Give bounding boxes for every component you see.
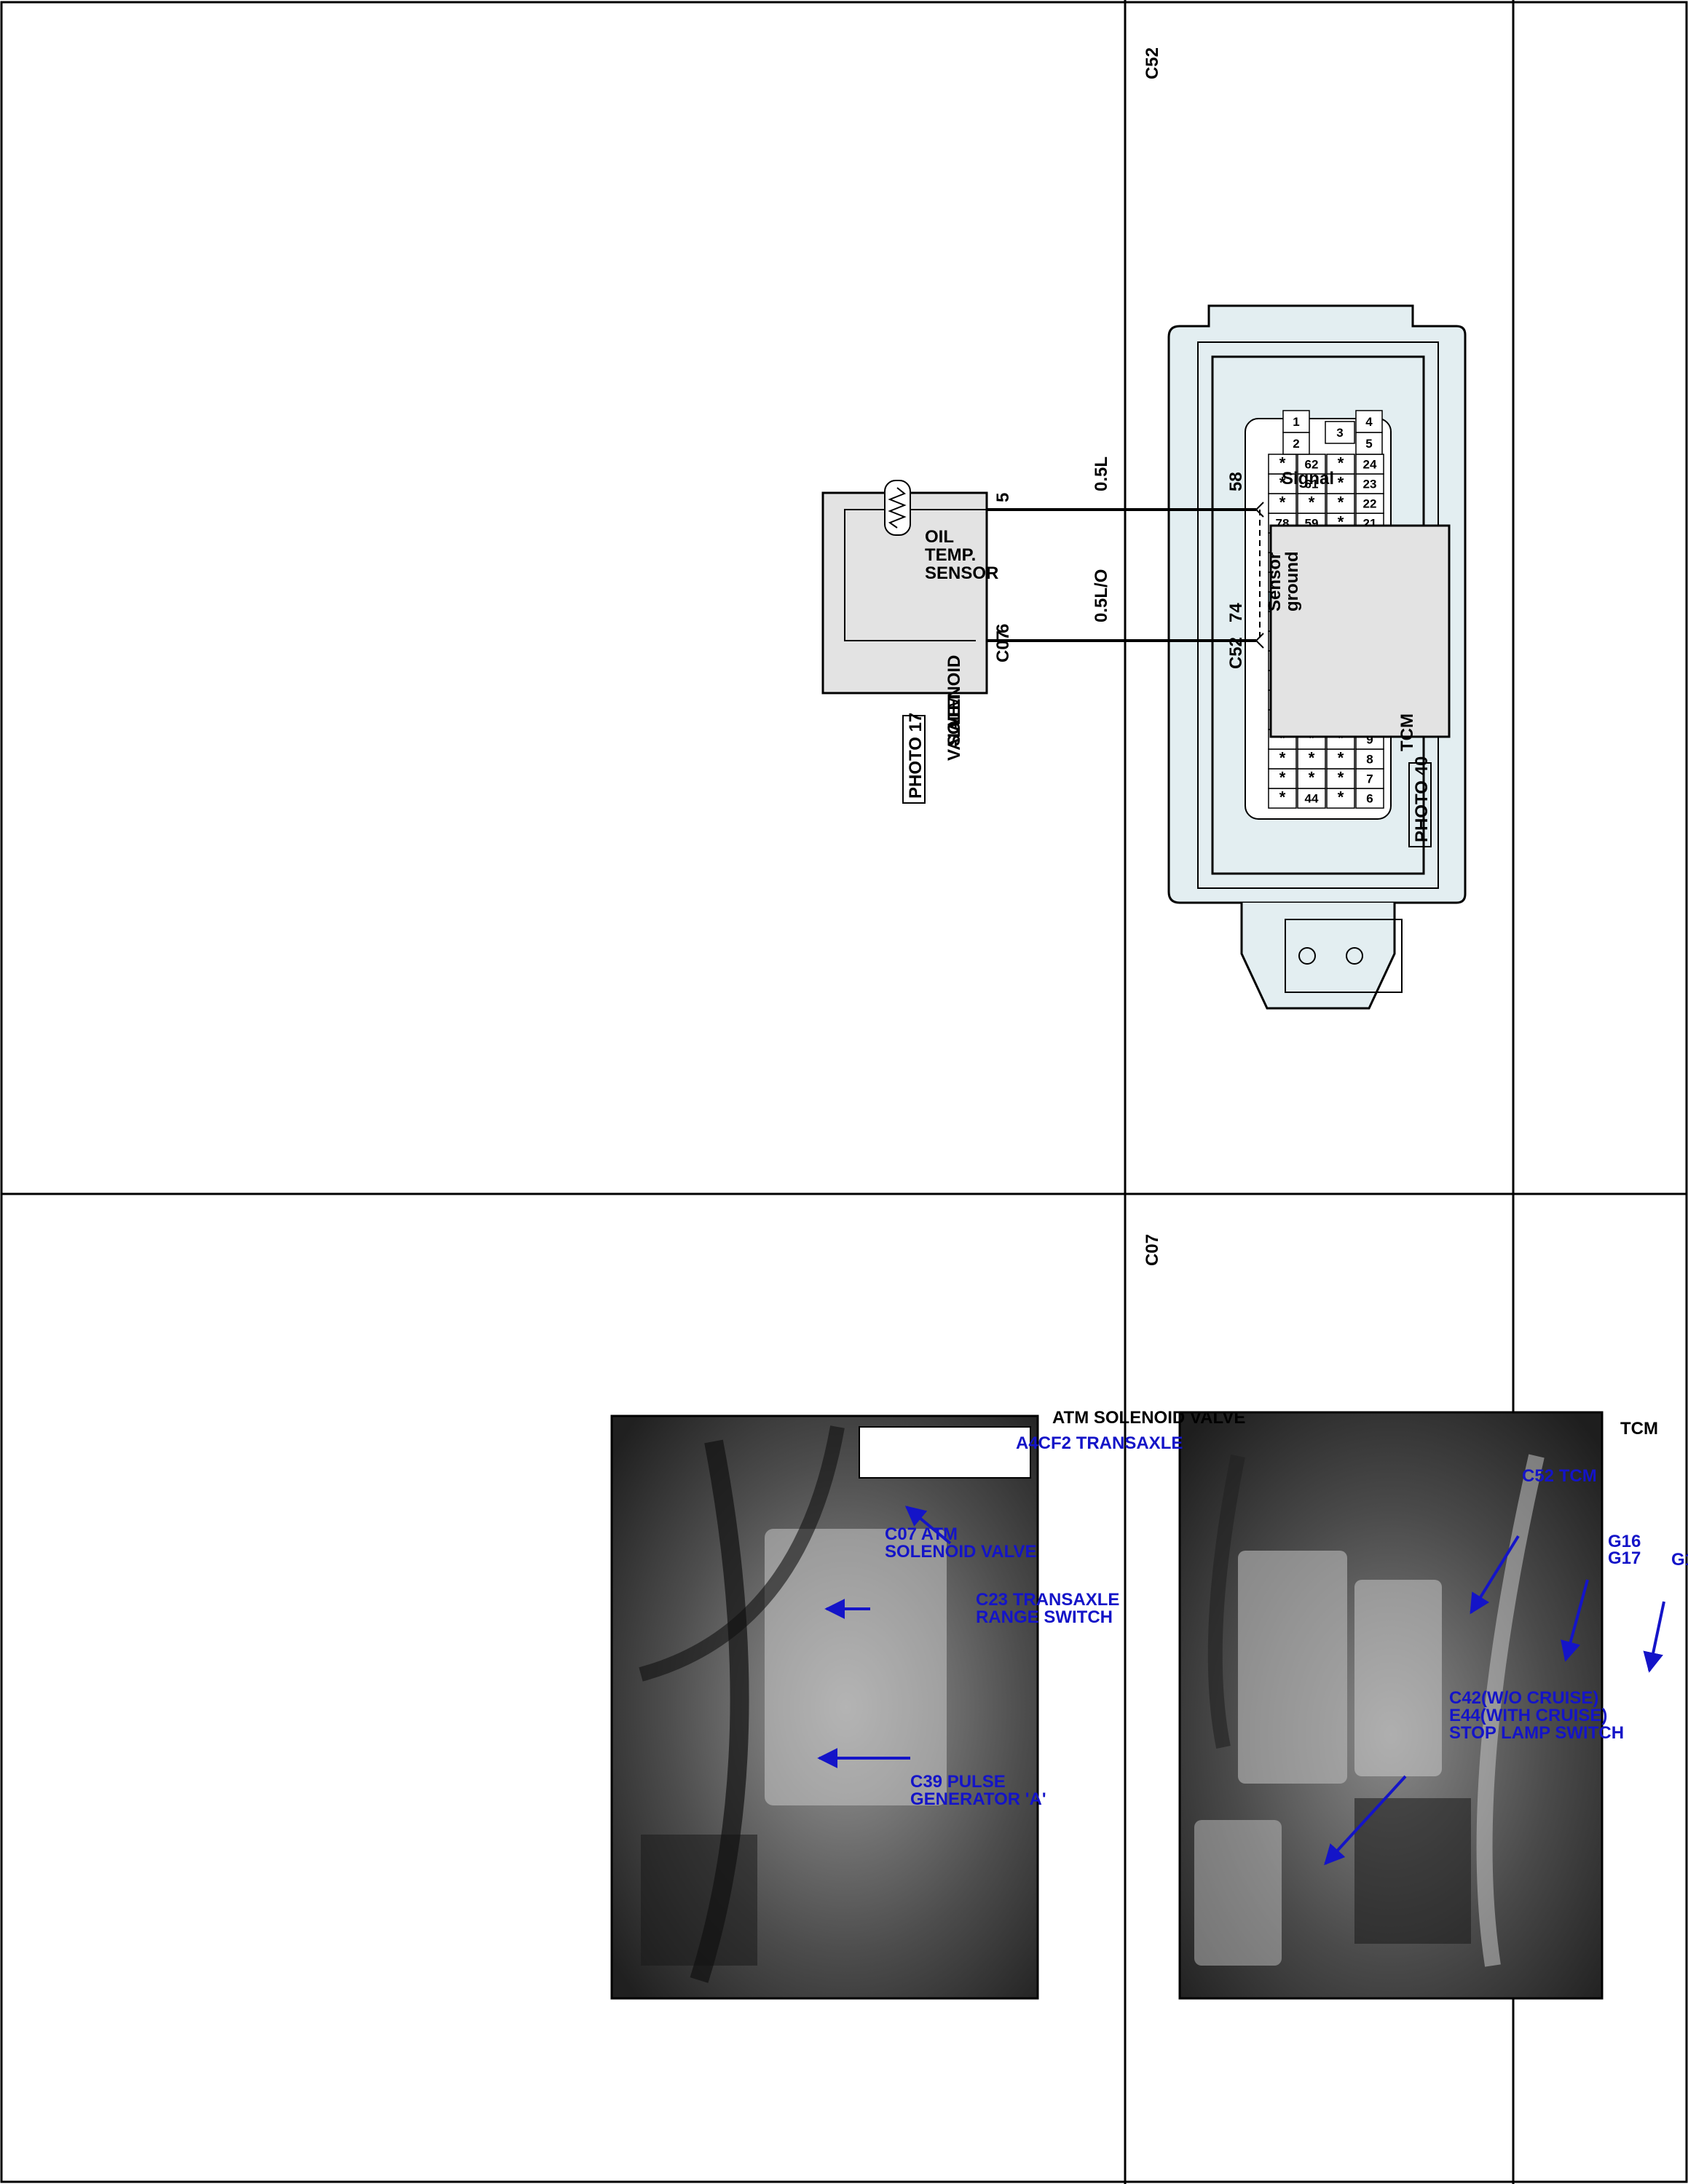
atm-photo-panel: ATM SOLENOID VALVE A4CF2 TRANSAXLE C23 T… bbox=[610, 1408, 1245, 2000]
sensor-label-2: TEMP. bbox=[925, 545, 976, 565]
c52-pin-number: 7 bbox=[1366, 772, 1373, 786]
c52-pin-number: 23 bbox=[1363, 478, 1377, 491]
c52-pin-number: 6 bbox=[1366, 792, 1373, 806]
c52-pin-number: * bbox=[1279, 729, 1286, 748]
c52-pin-cell bbox=[1268, 454, 1297, 475]
atm-pin-6: 6 bbox=[993, 624, 1013, 633]
c52-pin-number: * bbox=[1338, 749, 1344, 767]
tcm-photo-label-c42-1: C42(W/O CRUISE) bbox=[1449, 1688, 1598, 1708]
tcm-photo-ref: PHOTO 40 bbox=[1412, 756, 1432, 842]
atm-pin-5: 5 bbox=[993, 493, 1013, 502]
c52-pin-number: 44 bbox=[1305, 792, 1319, 806]
tcm-connector-ref: C52 bbox=[1226, 637, 1246, 669]
c52-pin-number: * bbox=[1309, 729, 1315, 748]
atm-photo-label-transaxle: A4CF2 TRANSAXLE bbox=[1016, 1433, 1183, 1453]
tcm-pin-58: 58 bbox=[1226, 472, 1246, 491]
atm-photo-label-c07-1: C07 ATM bbox=[885, 1524, 958, 1544]
c52-pin-number: * bbox=[1338, 513, 1344, 531]
c52-pin-number: * bbox=[1279, 749, 1286, 767]
tcm-sensor-ground-label-2: ground bbox=[1282, 551, 1302, 612]
c52-mount-bracket bbox=[1240, 903, 1396, 1010]
c52-pin-number: 61 bbox=[1305, 478, 1319, 491]
c52-pin-cell bbox=[1282, 410, 1310, 433]
sensor-label-1: OIL bbox=[925, 527, 954, 547]
atm-photo-label-c23-2: RANGE SWITCH bbox=[976, 1607, 1113, 1627]
c52-mount-hole bbox=[1346, 947, 1363, 965]
c52-pin-number: * bbox=[1338, 474, 1344, 492]
tcm-label: TCM bbox=[1397, 713, 1417, 751]
c52-pin-cell bbox=[1297, 454, 1326, 475]
tcm-photo-label-c42-2: E44(WITH CRUISE) bbox=[1449, 1706, 1607, 1725]
c52-pin-number: * bbox=[1279, 474, 1286, 492]
c52-pin-number: * bbox=[1309, 769, 1315, 787]
tcm-box bbox=[1269, 524, 1451, 738]
atm-connector-ref: C07 bbox=[993, 630, 1013, 662]
c52-pin-number: 62 bbox=[1305, 458, 1319, 472]
tcm-pin-74: 74 bbox=[1226, 603, 1246, 622]
c52-pin-cell bbox=[1325, 421, 1355, 444]
c52-pin-number: * bbox=[1338, 494, 1344, 512]
c52-pin-number: * bbox=[1309, 494, 1315, 512]
tcm-photo-label-g14: G14 bbox=[1671, 1550, 1688, 1570]
c52-pin-number: 3 bbox=[1336, 426, 1343, 440]
c52-pin-number: * bbox=[1338, 769, 1344, 787]
tcm-signal-label: Signal bbox=[1282, 469, 1334, 488]
c52-pin-cell bbox=[1326, 454, 1355, 475]
c52-pin-number: 24 bbox=[1363, 458, 1377, 472]
c52-pin-number: 2 bbox=[1293, 437, 1299, 451]
atm-label-1: ATM bbox=[944, 695, 964, 732]
tcm-photo-label-c42-3: STOP LAMP SWITCH bbox=[1449, 1723, 1624, 1743]
c52-pin-number: 4 bbox=[1365, 415, 1373, 429]
c52-pin-number: * bbox=[1279, 454, 1286, 472]
c52-pin-cell bbox=[1355, 410, 1383, 433]
c52-pin-number: * bbox=[1279, 788, 1286, 807]
c52-pin-number: 8 bbox=[1366, 753, 1373, 767]
c52-pin-number: 5 bbox=[1365, 437, 1372, 451]
c52-pin-number: * bbox=[1338, 454, 1344, 472]
atm-photo-label-c07-2: SOLENOID VALVE bbox=[885, 1542, 1036, 1562]
c52-pin-number: * bbox=[1309, 749, 1315, 767]
c52-pin-number: * bbox=[1338, 729, 1344, 748]
c52-connector-label: C52 bbox=[1143, 47, 1162, 79]
atm-label-2: SOLENOID bbox=[944, 655, 964, 746]
atm-photo-label-c39-2: GENERATOR 'A' bbox=[910, 1789, 1046, 1809]
c52-pin-number: * bbox=[1338, 788, 1344, 807]
tcm-photo-title: TCM bbox=[1620, 1419, 1658, 1439]
atm-photo-label-c23-1: C23 TRANSAXLE bbox=[976, 1590, 1119, 1610]
atm-photo-ref: PHOTO 17 bbox=[906, 713, 926, 799]
atm-label-3: VALVE bbox=[944, 705, 964, 761]
wiring-schematic: TCM PHOTO 40 Signal Sensor ground 58 74 … bbox=[821, 456, 1451, 847]
atm-photo-label-c39-1: C39 PULSE bbox=[910, 1772, 1006, 1792]
c52-pin-number: * bbox=[1279, 769, 1286, 787]
c07-connector-label: C07 bbox=[1143, 1234, 1162, 1266]
c52-pin-number: * bbox=[1279, 494, 1286, 512]
tcm-photo-label-c52: C52 TCM bbox=[1522, 1466, 1597, 1486]
wire-spec-bottom: 0.5L/O bbox=[1092, 569, 1111, 622]
wire-spec-top: 0.5L bbox=[1092, 456, 1111, 491]
atm-photo-title: ATM SOLENOID VALVE bbox=[1052, 1408, 1245, 1428]
tcm-sensor-ground-label-1: Sensor bbox=[1265, 553, 1285, 612]
c52-mount-hole bbox=[1298, 947, 1316, 965]
c52-pin-number: 22 bbox=[1363, 497, 1377, 511]
sensor-label-3: SENSOR bbox=[925, 563, 998, 583]
c52-pin-number: 9 bbox=[1366, 733, 1373, 747]
tcm-photo-label-g17: G17 bbox=[1608, 1548, 1641, 1568]
tcm-photo-panel: TCM C52 TCM G16 G17 G14 C42(W/O CRUISE) … bbox=[1178, 1411, 1688, 2000]
tcm-photo-label-g16: G16 bbox=[1608, 1532, 1641, 1551]
c52-pin-number: 1 bbox=[1293, 415, 1299, 429]
